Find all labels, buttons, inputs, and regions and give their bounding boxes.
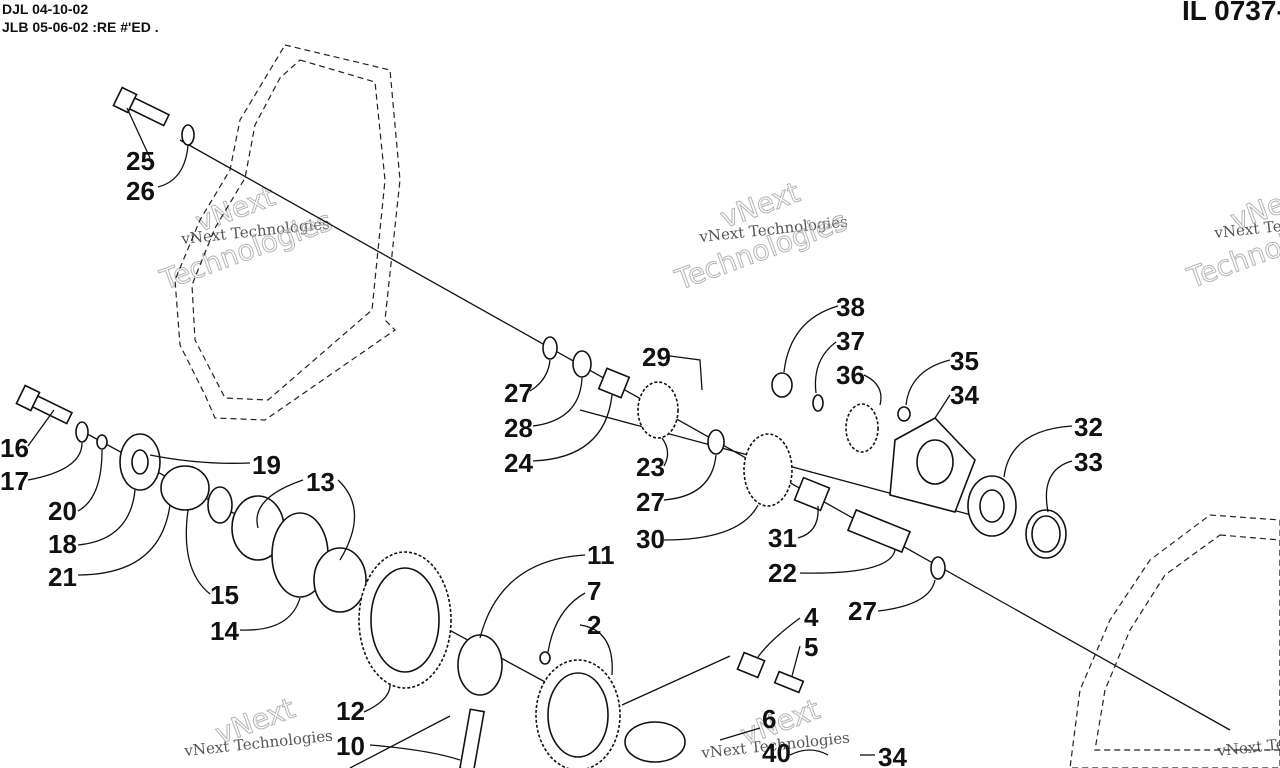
callout-label: 36 bbox=[836, 360, 865, 390]
callout-label: 37 bbox=[836, 326, 865, 356]
callout-label: 11 bbox=[587, 540, 615, 570]
nut-part bbox=[771, 372, 793, 398]
chain-part bbox=[458, 708, 486, 768]
callout-label: 5 bbox=[804, 632, 818, 662]
needle-bearing-part bbox=[793, 476, 831, 512]
callout-label: 34 bbox=[950, 380, 979, 410]
sprocket-gear-part bbox=[637, 381, 679, 439]
bearing-retainer-bore bbox=[916, 439, 954, 485]
o-ring-inner bbox=[1031, 515, 1061, 553]
driven-sprocket-web bbox=[370, 567, 440, 673]
callout-label: 33 bbox=[1074, 447, 1103, 477]
callout-label: 27 bbox=[636, 487, 665, 517]
shift-fork-part bbox=[624, 721, 686, 763]
spacer-part bbox=[572, 350, 592, 378]
idler-gear-part bbox=[845, 403, 879, 453]
callout-label: 24 bbox=[504, 448, 533, 478]
callout-label: 27 bbox=[848, 596, 877, 626]
callout-label: 28 bbox=[504, 413, 533, 443]
reverse-gear-part bbox=[743, 433, 793, 507]
callout-label: 40 bbox=[762, 738, 791, 768]
snap-ring-part bbox=[207, 486, 233, 524]
callout-label: 4 bbox=[804, 602, 819, 632]
callout-label: 26 bbox=[126, 176, 155, 206]
callout-label: 13 bbox=[306, 467, 335, 497]
washer-part bbox=[75, 421, 89, 443]
callout-label: 21 bbox=[48, 562, 77, 592]
callout-label: 34 bbox=[878, 742, 907, 768]
spring-part bbox=[160, 465, 210, 511]
plunger-part bbox=[736, 651, 766, 679]
washer-part bbox=[812, 394, 824, 412]
washer-part bbox=[707, 429, 725, 455]
thrust-washer-part bbox=[313, 547, 367, 613]
callout-label: 23 bbox=[636, 452, 665, 482]
shaft-part bbox=[846, 508, 912, 554]
washer-part bbox=[930, 556, 946, 580]
gear-case-housing-inner bbox=[191, 59, 386, 401]
callout-label: 20 bbox=[48, 496, 77, 526]
bolt-part bbox=[15, 384, 74, 425]
callout-label: 29 bbox=[642, 342, 671, 372]
needle-bearing-part bbox=[597, 367, 631, 399]
gear-case-housing-outline bbox=[174, 44, 401, 421]
callout-label: 10 bbox=[336, 731, 365, 761]
upper-shaft-centerline bbox=[179, 139, 1231, 731]
callout-label: 31 bbox=[768, 523, 797, 553]
callout-label: 38 bbox=[836, 292, 865, 322]
spring-part bbox=[773, 670, 805, 694]
callout-label: 30 bbox=[636, 524, 665, 554]
header-line-2: JLB 05-06-02 :RE #'ED . bbox=[2, 19, 159, 35]
callout-label: 6 bbox=[762, 704, 776, 734]
watermark-text: vNext Technologies bbox=[1216, 727, 1280, 761]
callout-label: 2 bbox=[587, 610, 601, 640]
callout-label: 19 bbox=[252, 450, 281, 480]
callout-label: 7 bbox=[587, 576, 601, 606]
callout-label: 17 bbox=[0, 466, 29, 496]
washer-part bbox=[542, 336, 558, 360]
callout-label: 16 bbox=[0, 433, 29, 463]
washer-part bbox=[181, 124, 195, 146]
callout-label: 12 bbox=[336, 696, 365, 726]
callout-labels: 25 26 27 28 24 29 23 27 30 38 37 36 35 3… bbox=[0, 146, 1103, 768]
callout-label: 25 bbox=[126, 146, 155, 176]
callout-label: 22 bbox=[768, 558, 797, 588]
callout-label: 14 bbox=[210, 616, 239, 646]
callout-label: 15 bbox=[210, 580, 239, 610]
gear-case-cover-outline bbox=[1069, 514, 1280, 768]
callout-label: 35 bbox=[950, 346, 979, 376]
callout-label: 27 bbox=[504, 378, 533, 408]
callout-label: 32 bbox=[1074, 412, 1103, 442]
screw-part bbox=[897, 406, 911, 422]
lock-washer-part bbox=[96, 434, 108, 450]
illustration-id: IL 0737-8 bbox=[1182, 0, 1280, 26]
splined-hub-part bbox=[457, 634, 503, 696]
drive-gear-web bbox=[547, 672, 609, 758]
drive-cap-hub bbox=[131, 449, 149, 475]
callout-label: 18 bbox=[48, 529, 77, 559]
ball-bearing-inner bbox=[979, 489, 1005, 523]
leader-lines bbox=[27, 107, 1073, 768]
detent-ball-part bbox=[539, 651, 551, 665]
bolt-part bbox=[112, 86, 171, 127]
header-line-1: DJL 04-10-02 bbox=[2, 1, 88, 17]
gear-case-cover-inner bbox=[1094, 534, 1280, 751]
